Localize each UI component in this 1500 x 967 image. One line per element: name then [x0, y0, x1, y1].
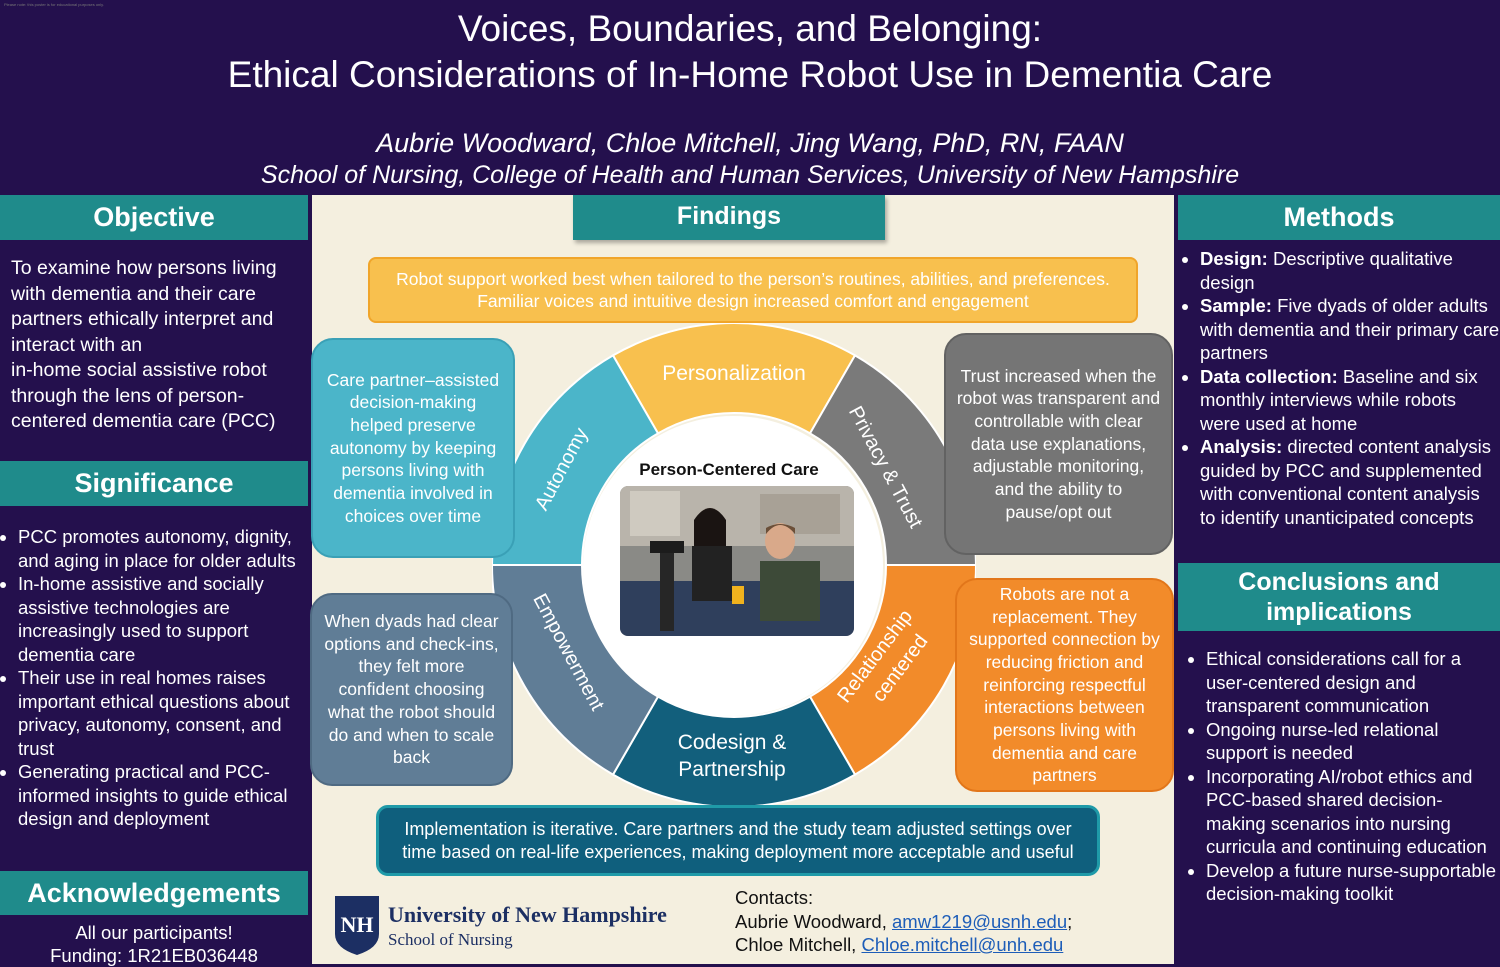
methods-heading: Methods — [1178, 195, 1500, 240]
poster-affiliation: School of Nursing, College of Health and… — [260, 161, 1240, 189]
methods-item-analysis: Analysis: directed content analysis guid… — [1200, 435, 1500, 529]
significance-item: PCC promotes autonomy, dignity, and agin… — [18, 525, 308, 572]
significance-list: PCC promotes autonomy, dignity, and agin… — [0, 525, 308, 831]
objective-line: centered dementia care (PCC) — [11, 410, 276, 432]
conclusions-list: Ethical considerations call for a user-c… — [1184, 647, 1496, 906]
objective-line: interact with an — [11, 333, 143, 356]
unh-logo-sub: School of Nursing — [388, 930, 513, 949]
findings-heading: Findings — [573, 195, 885, 240]
objective-line: in-home social assistive robot — [11, 359, 267, 381]
acknowledgements-text: All our participants! Funding: 1R21EB036… — [0, 921, 308, 967]
objective-text: To examine how persons living with demen… — [11, 256, 311, 435]
contacts-block: Contacts: Aubrie Woodward, amw1219@usnh.… — [735, 886, 1072, 957]
acknowledgements-line: Funding: 1R21EB036448 — [50, 945, 258, 966]
privacy-finding-box: Trust increased when the robot was trans… — [944, 333, 1173, 555]
contact-line-2: Chloe Mitchell, Chloe.mitchell@unh.edu — [735, 933, 1072, 957]
contact-name-2: Chloe Mitchell, — [735, 934, 862, 955]
conclusions-heading: Conclusions and implications — [1178, 563, 1500, 631]
methods-item-data-collection: Data collection: Baseline and six monthl… — [1200, 365, 1500, 436]
conclusions-item: Incorporating AI/robot ethics and PCC-ba… — [1206, 765, 1496, 859]
personalization-finding-box: Robot support worked best when tailored … — [368, 257, 1138, 323]
segment-label-personalization: Personalization — [662, 362, 806, 385]
conclusions-item: Develop a future nurse-supportable decis… — [1206, 859, 1496, 906]
conclusions-item: Ethical considerations call for a user-c… — [1206, 647, 1496, 718]
objective-line: To examine how persons living — [11, 257, 277, 279]
segment-label-codesign: Codesign & — [678, 731, 787, 754]
methods-item-text: Five dyads of older adults with dementia… — [1200, 295, 1500, 363]
tiny-header-text: Please note: this poster is for educatio… — [4, 2, 104, 7]
significance-item: Generating practical and PCC-informed in… — [18, 760, 308, 831]
care-photo — [620, 486, 854, 636]
contact-name-1: Aubrie Woodward, — [735, 910, 892, 932]
empowerment-finding-box: When dyads had clear options and check-i… — [310, 593, 513, 786]
relationship-finding-box: Robots are not a replacement. They suppo… — [955, 578, 1174, 792]
contact-email-1[interactable]: amw1219@usnh.edu — [892, 910, 1068, 932]
methods-item-label: Analysis: — [1200, 436, 1283, 457]
pcc-center-title: Person-Centered Care — [639, 460, 819, 479]
contact-email-2[interactable]: Chloe.mitchell@unh.edu — [861, 934, 1064, 955]
objective-line: with dementia and their care — [11, 282, 256, 305]
contact-line-1: Aubrie Woodward, amw1219@usnh.edu; — [735, 910, 1072, 934]
conclusions-heading-line: implications — [1266, 598, 1412, 626]
methods-item-label: Data collection: — [1200, 365, 1338, 387]
contact-suffix-1: ; — [1067, 910, 1073, 932]
conclusions-item: Ongoing nurse-led relational support is … — [1206, 718, 1496, 765]
significance-heading: Significance — [0, 461, 308, 506]
methods-item-sample: Sample: Five dyads of older adults with … — [1200, 294, 1500, 365]
methods-item-label: Sample: — [1200, 295, 1272, 316]
objective-line: through the lens of person- — [11, 384, 245, 407]
poster-title-line2: Ethical Considerations of In-Home Robot … — [227, 54, 1273, 95]
objective-line: partners ethically interpret and — [11, 308, 274, 330]
methods-item-design: Design: Descriptive qualitative design — [1200, 247, 1500, 294]
acknowledgements-heading: Acknowledgements — [0, 871, 308, 915]
acknowledgements-line: All our participants! — [75, 922, 233, 943]
objective-heading: Objective — [0, 195, 308, 240]
unh-shield-icon: NH — [335, 896, 379, 955]
methods-item-text: Baseline and six monthly interviews whil… — [1200, 365, 1478, 434]
segment-label-codesign-2: Partnership — [678, 758, 785, 781]
methods-item-label: Design: — [1200, 248, 1268, 269]
unh-logo-name: University of New Hampshire — [388, 902, 667, 927]
significance-item: Their use in real homes raises important… — [18, 666, 308, 760]
conclusions-heading-line: Conclusions and — [1238, 568, 1440, 596]
poster-authors: Aubrie Woodward, Chloe Mitchell, Jing Wa… — [376, 128, 1124, 158]
methods-item-text: directed content analysis guided by PCC … — [1200, 436, 1492, 528]
significance-item: In-home assistive and socially assistive… — [18, 572, 308, 666]
methods-item-text: Descriptive qualitative design — [1200, 248, 1453, 293]
contacts-label: Contacts: — [735, 887, 814, 908]
unh-shield-mark: NH — [341, 912, 374, 937]
methods-list: Design: Descriptive qualitative design S… — [1180, 247, 1500, 529]
codesign-finding-box: Implementation is iterative. Care partne… — [376, 805, 1100, 876]
poster-title-line1: Voices, Boundaries, and Belonging: — [457, 8, 1043, 49]
autonomy-finding-box: Care partner–assisted decision-making he… — [311, 338, 515, 558]
